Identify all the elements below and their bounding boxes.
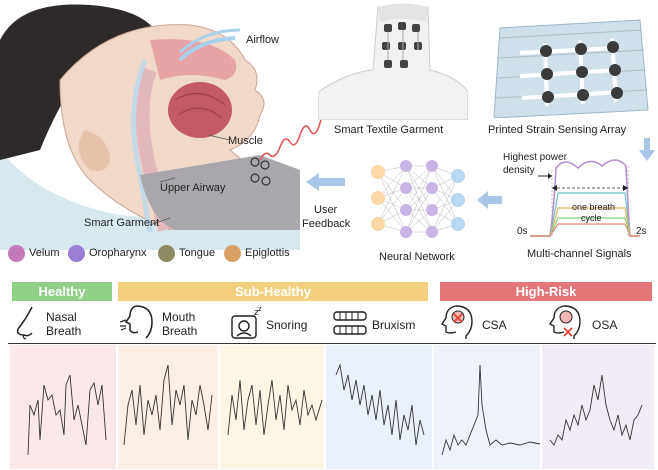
head-mouth-icon [119,305,153,339]
velum-color-dot [8,245,25,262]
sub-healthy-category-bar: Sub-Healthy [118,282,428,301]
velum-label: Velum [29,247,60,259]
tongue-color-dot [158,245,175,262]
muscle-label: Muscle [228,135,263,147]
epiglottis-color-dot [224,245,241,262]
high-risk-category-bar: High-Risk [440,282,652,301]
arrow-left-icon [477,191,502,209]
multi-channel-signals-plot [530,159,640,237]
oropharynx-color-dot [68,245,85,262]
signal-panels-frame [8,343,656,470]
head-cross-section-illustration [0,4,300,250]
highest-power-label: Highest power [503,152,567,163]
bruxism-label: Bruxism [372,318,416,332]
feedback-label: Feedback [302,218,351,230]
csa-panel-bg [434,345,540,469]
nasal-breath-panel-bg [10,345,116,469]
snoring-label: Snoring [266,318,308,332]
svg-text:z: z [258,306,262,313]
signal-traces [27,363,643,456]
wireless-signal-wave [259,115,331,161]
density-label: density [503,165,535,176]
osa-label: OSA [592,318,618,332]
tongue-label: Tongue [179,247,216,259]
nose-icon [16,306,33,340]
bruxism-panel-bg [326,345,432,469]
printed-strain-sensing-array-photo [493,19,649,118]
snoring-icon: z z [231,306,262,339]
arrow-left-icon [306,173,345,191]
one-breath-label: one breath [572,202,616,212]
brain-head-icon [548,305,581,339]
airflow-label: Airflow [246,34,280,46]
time-end-label: 2s [636,226,647,237]
oropharynx-label: Oropharynx [89,247,147,259]
teeth-icon [333,311,367,335]
csa-label: CSA [482,318,507,332]
neural-network-label: Neural Network [379,251,455,263]
healthy-category-bar: Healthy [12,282,112,301]
multi-channel-signals-label: Multi-channel Signals [527,248,632,260]
smart-textile-garment-photo [318,3,468,120]
neural-network-diagram [371,160,465,238]
smart-garment-label: Smart Garment [84,217,160,229]
time-start-label: 0s [517,226,528,237]
svg-text:z: z [254,308,259,318]
arrow-down-icon [639,138,655,161]
epiglottis-label: Epiglottis [245,247,290,259]
osa-panel-bg [542,345,654,469]
brain-head-icon [440,305,473,339]
user-label: User [314,204,338,216]
cycle-label: cycle [581,213,602,223]
upper-airway-label: Upper Airway [160,182,226,194]
printed-array-label: Printed Strain Sensing Array [488,124,627,136]
smart-textile-garment-label: Smart Textile Garment [334,124,444,136]
